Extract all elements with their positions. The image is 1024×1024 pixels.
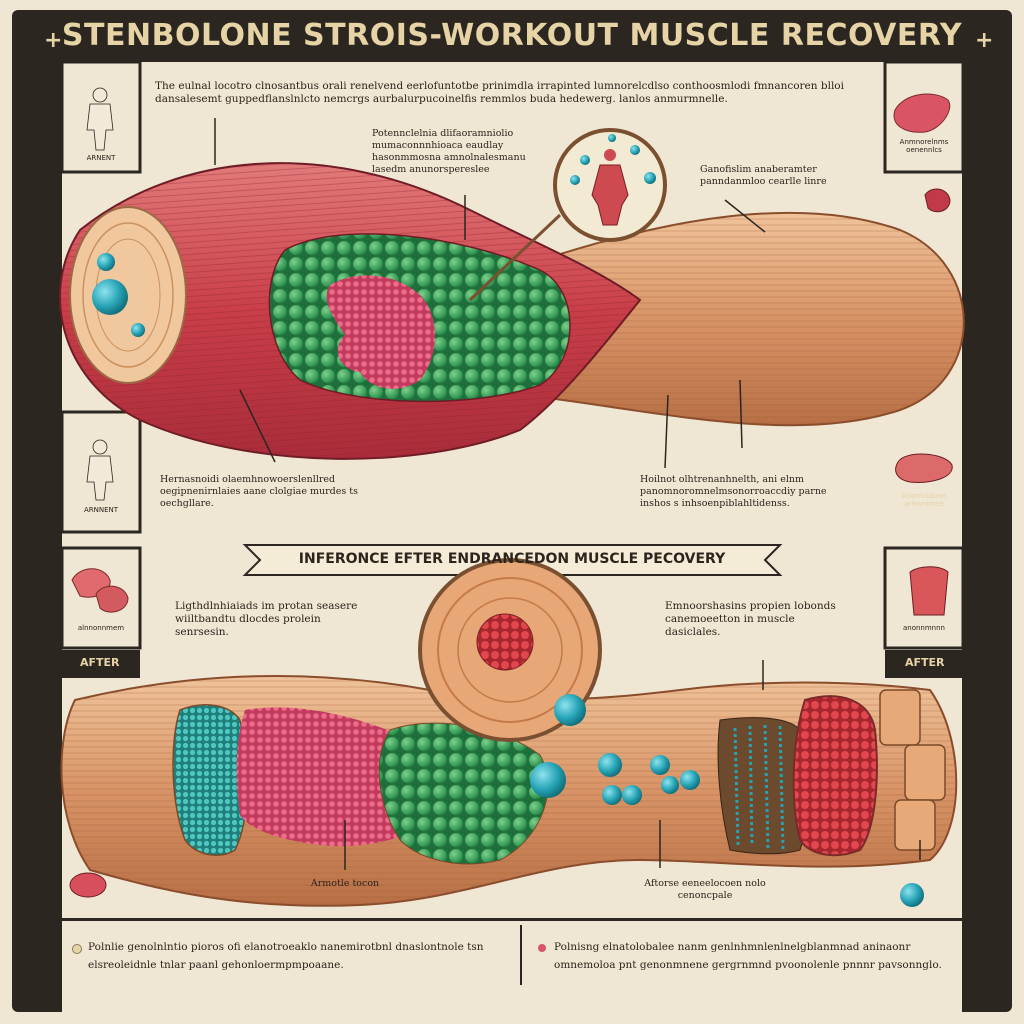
label-b: Aftorse eeneelocoen nolo cenoncpale [644, 878, 766, 901]
center-note: Potennclelnia dlifaoramniolio mumaconnnh… [372, 128, 526, 175]
meat-icon-bottom-left [69, 872, 107, 898]
caption-bl: alnnonnmem [77, 624, 125, 632]
top-zoom-circle [468, 128, 667, 302]
lower-right-note: Hoilnot olhtrenanhnelth, ani elnm panomn… [640, 474, 827, 509]
after-tag-left: AFTER [80, 656, 120, 669]
bottom-zoom-circle [418, 558, 602, 742]
section-banner: INFERONCE EFTER ENDRANCEDON MUSCLE PECOV… [298, 551, 726, 567]
human-figure-icon-top [86, 87, 114, 151]
left-after-band [62, 650, 140, 678]
footnote-bullet-left [72, 944, 82, 954]
after-tag-right: AFTER [905, 656, 945, 669]
footnote-left: Polnlie genolnlntio pioros ofi elanotroe… [88, 941, 484, 971]
meat-icon-tr [893, 93, 951, 133]
caption-mr: Anomnldonn arlnsmmee [901, 492, 947, 508]
meat-icon-mr [895, 453, 953, 483]
caption-tl: ARNENT [86, 154, 116, 162]
top-pointer-lines [214, 118, 766, 469]
torso-icon-right-low [909, 566, 949, 616]
right-after-band [885, 650, 963, 678]
label-a: Armotle tocon [310, 878, 380, 889]
bottom-muscle-bundle [60, 675, 958, 907]
title-plus-right: + [975, 28, 994, 53]
left-side-panel [12, 62, 62, 952]
meat-icon-tr2 [924, 188, 951, 213]
bottom-left-note: Ligthdlnhiaiads im protan seasere wiiltb… [175, 600, 358, 638]
caption-ml: ARNNENT [83, 506, 119, 514]
meat-icon-left-low [71, 568, 129, 613]
footer-band [62, 920, 962, 1012]
right-note: Ganofislim anaberamter panndanmloo cearl… [700, 164, 827, 187]
caption-br: anonnmnnn [902, 624, 945, 632]
intro-note: The eulnal locotro clnosantbus orali ren… [155, 80, 844, 105]
footnote-bullet-right [538, 944, 546, 952]
footer-rule [62, 918, 962, 921]
top-muscle-bundle [59, 162, 965, 460]
footer-divider [520, 925, 522, 985]
page-title: STENBOLONE STROIS-WORKOUT MUSCLE RECOVER… [61, 18, 963, 53]
lower-left-note: Hernasnoidi olaemhnowoerslenllred oegipn… [160, 474, 358, 509]
title-plus-left: + [44, 28, 63, 53]
right-side-panel [962, 62, 1012, 952]
bottom-right-note: Emnoorshasins propien lobonds canemoeett… [665, 600, 836, 638]
caption-tr: Anmnorelnms oenennlcs [899, 138, 949, 154]
bottom-pointer-lines [344, 660, 921, 870]
human-figure-icon-mid [86, 439, 114, 501]
footnote-right: Polnisng elnatolobalee nanm genlnhmnlenl… [554, 941, 942, 971]
